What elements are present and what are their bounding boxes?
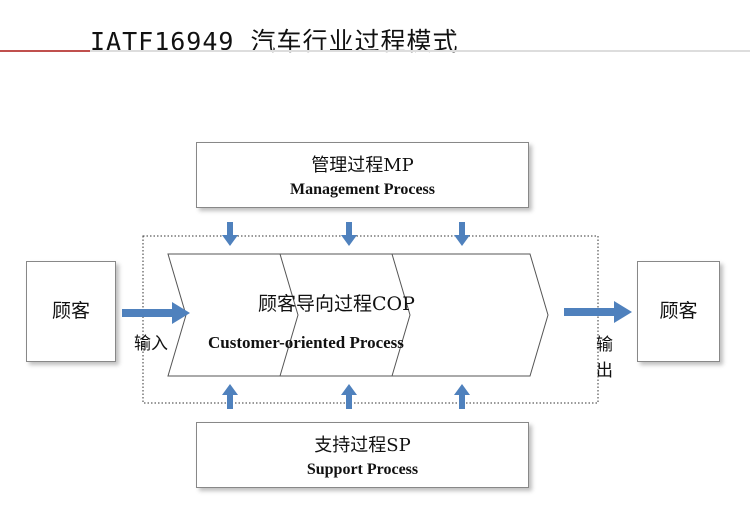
up-arrow-1 <box>222 384 238 409</box>
title-accent <box>0 50 90 52</box>
up-arrow-3 <box>454 384 470 409</box>
customer-left-box: 顾客 <box>26 261 116 362</box>
up-arrow-2 <box>341 384 357 409</box>
down-arrow-1 <box>222 222 238 246</box>
support-process-en: Support Process <box>306 461 419 478</box>
customer-right-box: 顾客 <box>637 261 720 362</box>
support-arrows <box>222 384 470 409</box>
input-arrow <box>122 302 190 324</box>
management-process-box: 管理过程MP Management Process <box>196 142 529 208</box>
down-arrow-2 <box>341 222 357 246</box>
support-process-box: 支持过程SP Support Process <box>196 422 529 488</box>
process-boundary <box>142 235 599 404</box>
down-arrow-3 <box>454 222 470 246</box>
output-label-top: 输 <box>596 335 613 355</box>
cop-title-zh: 顾客导向过程COP <box>258 293 415 315</box>
input-label: 输入 <box>134 334 168 354</box>
output-label-bottom: 出 <box>596 361 613 381</box>
management-arrows <box>222 222 470 246</box>
management-process-zh: 管理过程MP <box>311 155 414 176</box>
cop-chevron-divider-2 <box>391 253 411 377</box>
cop-chevron-divider-1 <box>279 253 299 377</box>
title-divider <box>0 50 750 52</box>
management-process-en: Management Process <box>290 181 435 198</box>
output-arrow <box>564 301 632 323</box>
cop-title-en: Customer-oriented Process <box>208 333 404 352</box>
support-process-zh: 支持过程SP <box>314 435 411 456</box>
